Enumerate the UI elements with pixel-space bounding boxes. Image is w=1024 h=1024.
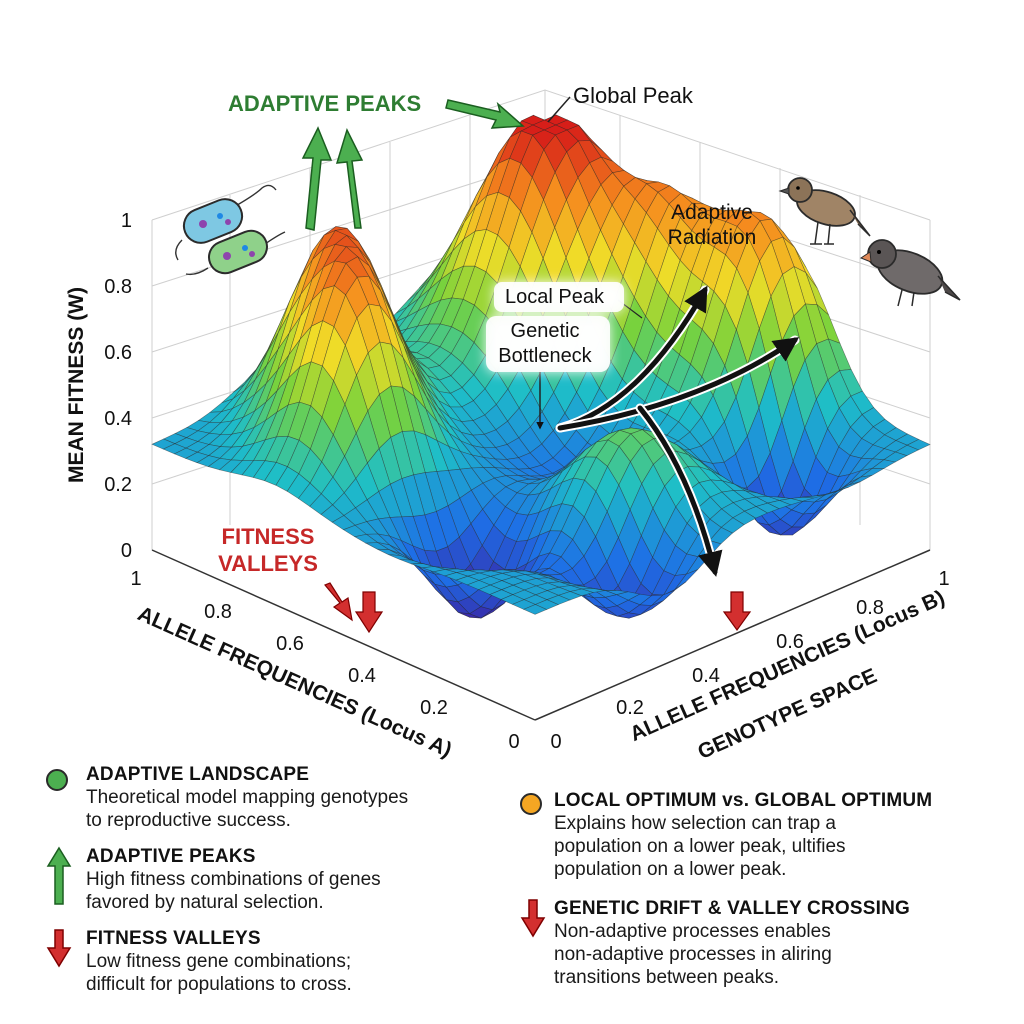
surface-cell xyxy=(522,604,548,615)
floor-axes xyxy=(151,549,931,721)
valley-arrow-2 xyxy=(354,591,384,634)
y-axis-ticks: 0 0.2 0.4 0.6 0.8 1 xyxy=(104,210,132,562)
peak-arrow-left xyxy=(301,126,333,231)
x-axis-b-tick-label: 0.4 xyxy=(692,665,720,687)
valley-arrow-3 xyxy=(722,591,752,632)
legend-landscape-title: ADAPTIVE LANDSCAPE xyxy=(86,764,310,785)
x-axis-a-tick-label: 0.8 xyxy=(204,601,232,623)
x-axis-b-tick-label: 0.6 xyxy=(776,631,804,653)
x-axis-a-tick-label: 0.4 xyxy=(348,665,376,687)
y-tick-label: 0.2 xyxy=(104,474,132,496)
valley-arrow-1 xyxy=(324,582,353,622)
x-axis-a-label: ALLELE FREQUENCIES (Locus A) xyxy=(134,602,455,762)
x-axis-a-tick-label: 0.2 xyxy=(420,697,448,719)
legend-optimum-desc: Explains how selection can trap a popula… xyxy=(554,813,846,880)
legend-drift-desc: Non-adaptive processes enables non-adapt… xyxy=(554,921,832,988)
y-tick-label: 0.8 xyxy=(104,276,132,298)
legend-valleys-title: FITNESS VALLEYS xyxy=(86,928,261,949)
legend-optimum: LOCAL OPTIMUM vs. GLOBAL OPTIMUM Explain… xyxy=(520,790,1000,881)
red-down-arrow-icon xyxy=(46,929,72,968)
legend-landscape-desc: Theoretical model mapping genotypes to r… xyxy=(86,787,409,831)
legend-peaks-title: ADAPTIVE PEAKS xyxy=(86,846,256,867)
peak-arrow-right xyxy=(335,127,364,229)
adaptive-peaks-callout: ADAPTIVE PEAKS xyxy=(228,91,421,116)
peak-arrow-global xyxy=(445,99,525,129)
bacteria-icon xyxy=(175,184,286,276)
red-down-arrow-icon xyxy=(520,899,546,938)
annotations xyxy=(301,96,800,634)
legend-drift: GENETIC DRIFT & VALLEY CROSSING Non-adap… xyxy=(520,898,1000,989)
local-peak-label-group xyxy=(486,282,624,372)
legend-landscape: ADAPTIVE LANDSCAPE Theoretical model map… xyxy=(46,764,486,832)
global-peak-label: Global Peak xyxy=(573,83,694,108)
finch-icon xyxy=(778,177,871,245)
x-axis-b-tick-label: 0 xyxy=(550,731,561,753)
global-peak-leader xyxy=(547,96,571,123)
orange-dot-icon xyxy=(520,793,542,815)
legend-optimum-title: LOCAL OPTIMUM vs. GLOBAL OPTIMUM xyxy=(554,790,933,811)
legend-valleys: FITNESS VALLEYS Low fitness gene combina… xyxy=(46,928,486,996)
green-up-arrow-icon xyxy=(46,846,72,905)
legend-drift-title: GENETIC DRIFT & VALLEY CROSSING xyxy=(554,898,910,919)
x-axis-b-tick-label: 0.8 xyxy=(856,597,884,619)
genotype-space-label: GENOTYPE SPACE xyxy=(694,664,880,764)
y-axis-label: MEAN FITNESS (W) xyxy=(65,287,88,483)
y-tick-label: 0.6 xyxy=(104,342,132,364)
x-axis-a-tick-label: 0 xyxy=(508,731,519,753)
legend-peaks: ADAPTIVE PEAKS High fitness combinations… xyxy=(46,846,486,914)
radiation-arrows xyxy=(555,285,800,577)
x-axis-b-tick-label: 1 xyxy=(938,568,949,590)
x-axis-b-ticks: 0 0.2 0.4 0.6 0.8 1 xyxy=(550,568,949,753)
x-axis-a-tick-label: 0.6 xyxy=(276,633,304,655)
finch-icon xyxy=(859,239,961,307)
fitness-surface xyxy=(151,114,931,619)
y-tick-label: 1 xyxy=(121,210,132,232)
x-axis-a-tick-label: 1 xyxy=(130,568,141,590)
y-tick-label: 0.4 xyxy=(104,408,132,430)
local-peak-label: Local Peak xyxy=(505,286,605,308)
legend-peaks-desc: High fitness combinations of genes favor… xyxy=(86,869,381,913)
x-axis-a-ticks: 1 0.8 0.6 0.4 0.2 0 xyxy=(130,568,519,753)
y-tick-label: 0 xyxy=(121,540,132,562)
x-axis-b-tick-label: 0.2 xyxy=(616,697,644,719)
green-dot-icon xyxy=(46,769,68,791)
legend-valleys-desc: Low fitness gene combinations; difficult… xyxy=(86,951,352,995)
